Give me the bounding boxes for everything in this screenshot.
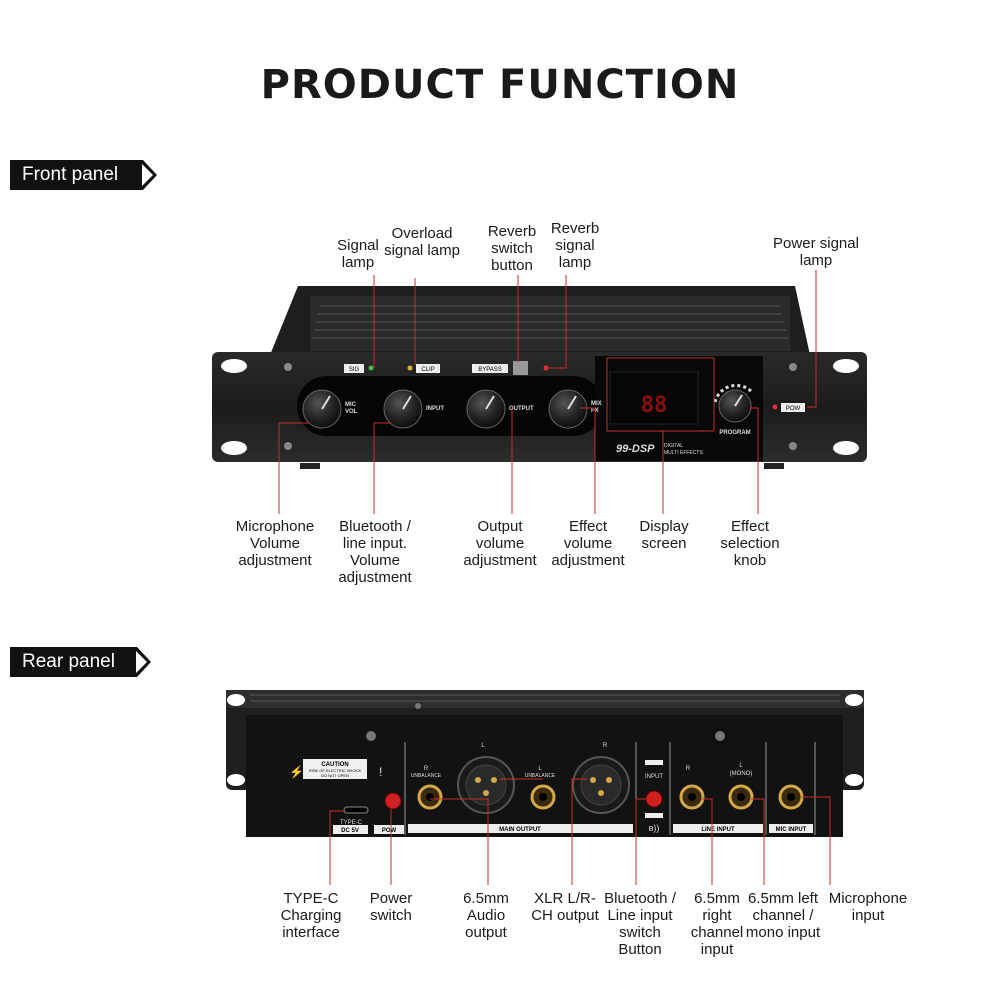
svg-text:L: L bbox=[481, 743, 485, 749]
clip-text: CLIP bbox=[421, 367, 434, 373]
rear-callout-lines bbox=[329, 778, 831, 885]
dc5v-text: DC 5V bbox=[341, 828, 359, 834]
mic-input-text: MIC INPUT bbox=[776, 827, 807, 833]
svg-text:DO NOT OPEN: DO NOT OPEN bbox=[321, 773, 349, 778]
bt-line-switch bbox=[645, 790, 663, 808]
label-bt-volume: Bluetooth / line input. Volume adjustmen… bbox=[338, 518, 412, 586]
xlr-left bbox=[457, 756, 515, 814]
label-power-switch: Power switch bbox=[369, 890, 413, 924]
tag-arrow-icon bbox=[136, 651, 147, 673]
knob-output bbox=[466, 389, 506, 429]
bypass-button bbox=[513, 361, 528, 375]
label-mic-input: Microphone input bbox=[828, 890, 908, 924]
sig-text: SIG bbox=[349, 367, 360, 373]
label-bt-switch: Bluetooth / Line input switch Button bbox=[604, 890, 676, 958]
main-output-text: MAIN OUTPUT bbox=[499, 827, 541, 833]
label-reverb-lamp: Reverb signal lamp bbox=[550, 220, 600, 271]
label-effect-knob: Effect selection knob bbox=[720, 518, 780, 569]
input-knob-text: INPUT bbox=[426, 406, 444, 412]
label-audio-output: 6.5mm Audio output bbox=[463, 890, 509, 941]
bypass-text: BYPASS bbox=[478, 367, 502, 373]
label-display-screen: Display screen bbox=[639, 518, 689, 552]
typec-text: TYPE-C bbox=[340, 820, 363, 826]
page-title: PRODUCT FUNCTION bbox=[260, 62, 740, 108]
pow-text: POW bbox=[786, 406, 801, 412]
typec-port bbox=[343, 806, 369, 814]
brand-text: 99-DSP bbox=[616, 443, 655, 455]
svg-text:R: R bbox=[686, 766, 691, 772]
rear-pow-text: POW bbox=[382, 828, 397, 834]
display-digits: 88 bbox=[641, 393, 668, 418]
svg-text:MULTI EFFECTS: MULTI EFFECTS bbox=[664, 450, 703, 456]
front-panel-tag: Front panel bbox=[10, 160, 157, 190]
svg-text:L: L bbox=[538, 766, 542, 772]
front-panel-tag-label: Front panel bbox=[22, 164, 119, 185]
svg-text:MIC: MIC bbox=[345, 402, 357, 408]
front-callout-lines bbox=[278, 270, 817, 514]
svg-text:(MONO): (MONO) bbox=[730, 771, 753, 777]
svg-text:!: ! bbox=[379, 765, 382, 779]
caution-text: CAUTION bbox=[321, 762, 348, 768]
control-strip bbox=[297, 376, 603, 436]
svg-text:DIGITAL: DIGITAL bbox=[664, 443, 683, 449]
knob-input bbox=[383, 389, 423, 429]
svg-text:⚡: ⚡ bbox=[289, 765, 304, 779]
svg-text:MIX: MIX bbox=[591, 401, 602, 407]
power-switch bbox=[384, 792, 402, 810]
rear-panel-tag-label: Rear panel bbox=[22, 651, 115, 672]
label-effect-volume: Effect volume adjustment bbox=[551, 518, 625, 569]
tag-arrow-icon bbox=[142, 164, 153, 186]
svg-text:R: R bbox=[603, 743, 608, 749]
label-left-input: 6.5mm left channel / mono input bbox=[745, 890, 821, 941]
xlr-right bbox=[572, 756, 630, 814]
label-output-volume: Output volume adjustment bbox=[463, 518, 537, 569]
rear-panel-tag: Rear panel bbox=[10, 647, 151, 677]
svg-text:UNBALANCE: UNBALANCE bbox=[525, 773, 556, 779]
svg-text:RISK OF ELECTRIC SHOCK: RISK OF ELECTRIC SHOCK bbox=[309, 768, 362, 773]
label-overload-lamp: Overload signal lamp bbox=[384, 225, 460, 259]
svg-text:UNBALANCE: UNBALANCE bbox=[411, 773, 442, 779]
knob-mix-fx bbox=[548, 389, 588, 429]
label-mic-volume: Microphone Volume adjustment bbox=[235, 518, 315, 569]
label-xlr-output: XLR L/R-CH output bbox=[531, 890, 599, 924]
knob-program bbox=[713, 384, 754, 423]
label-reverb-switch: Reverb switch button bbox=[487, 223, 537, 274]
svg-text:R: R bbox=[424, 766, 429, 772]
svg-text:L: L bbox=[739, 763, 743, 769]
input-switch-text: INPUT bbox=[645, 774, 663, 780]
label-power-lamp: Power signal lamp bbox=[773, 235, 859, 269]
knob-mic-vol bbox=[302, 389, 342, 429]
caution-sticker bbox=[303, 759, 367, 779]
label-right-input: 6.5mm right channel input bbox=[690, 890, 744, 958]
line-input-text: LINE INPUT bbox=[701, 827, 735, 833]
bluetooth-icon: ʙ)) bbox=[649, 823, 660, 833]
program-text: PROGRAM bbox=[719, 430, 750, 436]
label-typec: TYPE-C Charging interface bbox=[280, 890, 342, 941]
label-signal-lamp: Signal lamp bbox=[337, 237, 379, 271]
svg-text:VOL: VOL bbox=[345, 409, 358, 415]
output-knob-text: OUTPUT bbox=[509, 406, 534, 412]
